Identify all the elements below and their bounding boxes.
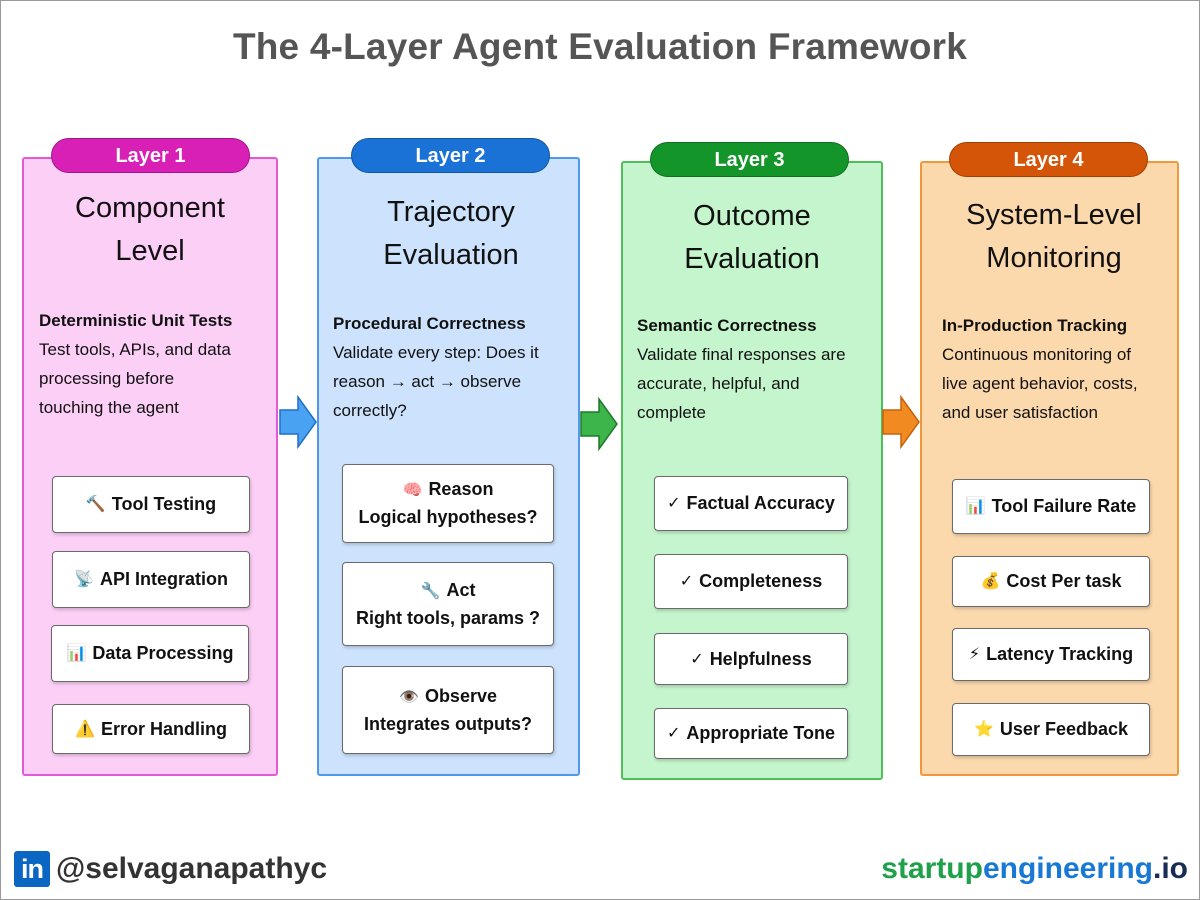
- item-label: Appropriate Tone: [686, 723, 836, 743]
- layer-4-desc-line: and user satisfaction: [942, 403, 1098, 422]
- layer-2-badge: Layer 2: [351, 138, 550, 173]
- item-tool-testing: 🔨 Tool Testing: [52, 476, 250, 533]
- layer-2-heading: Trajectory Evaluation: [322, 191, 580, 277]
- linkedin-credit: in @selvaganapathyc: [14, 850, 327, 888]
- check-icon: ✓: [679, 573, 694, 590]
- item-label: Observe: [424, 685, 497, 706]
- layer-4-description: In-Production Tracking Continuous monito…: [942, 311, 1172, 427]
- arrow-right-icon: [279, 395, 317, 449]
- layer-3-heading: Outcome Evaluation: [621, 195, 883, 281]
- item-label: Helpfulness: [709, 648, 812, 669]
- layer-4-lead: In-Production Tracking: [942, 316, 1128, 335]
- layer-4-desc-line: live agent behavior, costs,: [942, 374, 1138, 393]
- bar-chart-icon: 📊: [66, 645, 87, 662]
- item-data-processing: 📊 Data Processing: [51, 625, 249, 682]
- eye-icon: 👁️: [399, 688, 419, 706]
- layer-1-lead: Deterministic Unit Tests: [39, 311, 233, 330]
- item-label: Data Processing: [92, 643, 234, 663]
- linkedin-handle: @selvaganapathyc: [56, 852, 328, 885]
- satellite-dish-icon: 📡: [74, 571, 94, 588]
- item-label: User Feedback: [999, 719, 1128, 739]
- brain-icon: 🧠: [402, 482, 423, 499]
- check-icon: ✓: [690, 650, 704, 668]
- check-icon: ✓: [667, 495, 681, 512]
- money-bag-icon: 💰: [980, 573, 1001, 590]
- item-label: API Integration: [99, 569, 228, 589]
- layer-3-heading-line2: Evaluation: [684, 243, 820, 275]
- wrench-icon: 🔧: [420, 582, 441, 600]
- item-reason: 🧠 Reason Logical hypotheses?: [342, 464, 554, 543]
- item-sublabel: Right tools, params ?: [355, 607, 541, 628]
- site-part-3: .io: [1153, 852, 1188, 885]
- item-appropriate-tone: ✓ Appropriate Tone: [654, 708, 848, 759]
- arrow-right-icon: [882, 395, 920, 449]
- check-icon: ✓: [666, 725, 681, 742]
- layer-2-desc-line: correctly?: [333, 401, 407, 420]
- item-label: Tool Testing: [111, 494, 217, 514]
- arrow-right-icon: [580, 397, 618, 451]
- item-user-feedback: ⭐ User Feedback: [952, 703, 1150, 756]
- layer-1-desc-line: Test tools, APIs, and data: [39, 340, 231, 359]
- layer-3-desc-line: Validate final responses are: [637, 345, 846, 364]
- item-label: Reason: [428, 479, 494, 499]
- layer-1-desc-line: touching the agent: [39, 398, 179, 417]
- website-credit: startupengineering.io: [881, 852, 1188, 886]
- layer-3-desc-line: accurate, helpful, and: [637, 374, 800, 393]
- layer-2-heading-line1: Trajectory: [387, 196, 515, 228]
- linkedin-logo-icon: in: [14, 851, 50, 887]
- item-cost-per-task: 💰 Cost Per task: [952, 556, 1150, 607]
- layer-2-lead: Procedural Correctness: [333, 314, 526, 333]
- star-icon: ⭐: [974, 721, 994, 738]
- item-act: 🔧 Act Right tools, params ?: [342, 562, 554, 646]
- lightning-icon: ⚡: [968, 646, 981, 663]
- site-part-2: engineering: [982, 852, 1153, 885]
- item-error-handling: ⚠️ Error Handling: [52, 704, 250, 754]
- page-title: The 4-Layer Agent Evaluation Framework: [232, 26, 968, 67]
- item-tool-failure-rate: 📊 Tool Failure Rate: [952, 479, 1150, 534]
- item-observe: 👁️ Observe Integrates outputs?: [342, 666, 554, 754]
- layer-2-heading-line2: Evaluation: [383, 239, 519, 271]
- layer-4-badge: Layer 4: [949, 142, 1148, 177]
- item-label: Completeness: [699, 571, 823, 591]
- layer-3-desc-line: complete: [637, 403, 706, 422]
- layer-1-badge: Layer 1: [51, 138, 250, 173]
- item-latency-tracking: ⚡ Latency Tracking: [952, 628, 1150, 681]
- item-api-integration: 📡 API Integration: [52, 551, 250, 608]
- layer-3-badge: Layer 3: [650, 142, 849, 177]
- item-sublabel: Logical hypotheses?: [358, 507, 538, 527]
- layer-2-desc-line: Validate every step: Does it: [333, 343, 539, 362]
- layer-1-heading: Component Level: [22, 187, 278, 273]
- layer-3-lead: Semantic Correctness: [637, 316, 817, 335]
- layer-1-heading-line2: Level: [115, 235, 185, 267]
- item-label: Error Handling: [100, 718, 227, 739]
- item-helpfulness: ✓ Helpfulness: [654, 633, 848, 685]
- layer-3-description: Semantic Correctness Validate final resp…: [637, 311, 877, 427]
- layer-2-description: Procedural Correctness Validate every st…: [333, 309, 573, 425]
- layer-1-desc-line: processing before: [39, 369, 175, 388]
- layer-4-heading: System-Level Monitoring: [923, 194, 1185, 280]
- item-label: Latency Tracking: [986, 644, 1134, 664]
- arrow-2-shape: [580, 397, 618, 451]
- layer-4-desc-line: Continuous monitoring of: [942, 345, 1132, 364]
- layer-4-heading-line1: System-Level: [966, 199, 1142, 231]
- item-label: Factual Accuracy: [686, 493, 835, 513]
- item-completeness: ✓ Completeness: [654, 554, 848, 609]
- site-part-1: startup: [881, 852, 983, 885]
- item-sublabel: Integrates outputs?: [363, 713, 532, 734]
- hammer-icon: 🔨: [85, 496, 106, 513]
- layer-4-heading-line2: Monitoring: [986, 242, 1122, 274]
- layer-1-heading-line1: Component: [75, 192, 225, 224]
- layer-1-description: Deterministic Unit Tests Test tools, API…: [39, 306, 271, 422]
- item-label: Tool Failure Rate: [991, 496, 1137, 516]
- layer-3-heading-line1: Outcome: [693, 200, 811, 232]
- layer-2-desc-line: reason → act → observe: [333, 372, 522, 391]
- bar-chart-icon: 📊: [965, 498, 986, 515]
- arrow-1-shape: [279, 395, 317, 449]
- arrow-3-shape: [882, 395, 920, 449]
- item-label: Act: [446, 579, 476, 600]
- item-label: Cost Per task: [1006, 571, 1122, 591]
- warning-icon: ⚠️: [75, 720, 95, 738]
- item-factual-accuracy: ✓ Factual Accuracy: [654, 476, 848, 531]
